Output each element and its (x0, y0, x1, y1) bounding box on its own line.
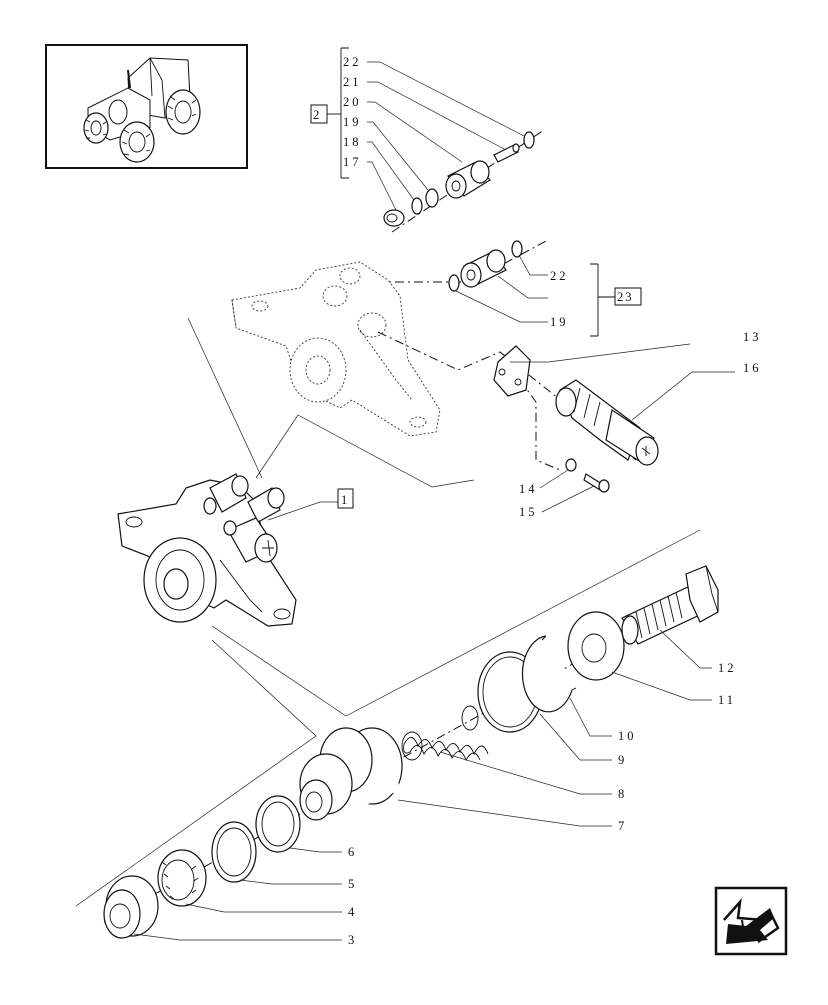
callout-18: 18 (343, 135, 362, 149)
callout-8: 8 (618, 787, 627, 801)
next-page-arrow-icon[interactable] (714, 886, 788, 956)
leaders-upper (367, 61, 529, 211)
oring-19b (448, 274, 460, 292)
valve-housing-1 (117, 317, 475, 627)
housing-ghost (231, 261, 441, 437)
callout-10: 10 (618, 729, 637, 743)
leaders-lower (133, 629, 712, 941)
callout-13: 13 (743, 330, 762, 344)
upper-fitting-assembly (383, 129, 545, 233)
bracket-group-2 (310, 47, 349, 179)
snap-ring-10 (521, 635, 577, 713)
callout-17: 17 (343, 155, 362, 169)
callout-3: 3 (348, 933, 357, 947)
oring-22 (523, 131, 535, 149)
callout-22b: 22 (550, 269, 569, 283)
cap-3 (103, 875, 159, 939)
callout-19: 19 (343, 115, 362, 129)
callout-7: 7 (618, 819, 627, 833)
callout-2: 2 (313, 108, 321, 122)
callout-6: 6 (348, 845, 357, 859)
tractor-thumbnail-icon (45, 44, 248, 169)
callout-15: 15 (519, 505, 538, 519)
callout-23: 23 (617, 290, 634, 304)
bushing-17 (383, 209, 405, 227)
callout-22: 22 (343, 55, 362, 69)
washer-14 (565, 458, 577, 472)
washer-11 (567, 611, 625, 681)
oring-22b (511, 240, 523, 258)
callout-14: 14 (519, 482, 538, 496)
bearing-4 (157, 849, 207, 907)
callout-19b: 19 (550, 315, 569, 329)
callout-16: 16 (743, 361, 762, 375)
fitting-group-23 (376, 239, 642, 337)
ring-18 (411, 197, 423, 215)
callout-4: 4 (348, 905, 357, 919)
callout-20: 20 (343, 95, 362, 109)
oring-19 (425, 188, 439, 208)
callout-12: 12 (718, 661, 737, 675)
callout-21: 21 (343, 75, 362, 89)
lower-parts (103, 565, 719, 939)
callout-9: 9 (618, 753, 627, 767)
ring-5 (211, 821, 257, 883)
solenoid-assembly (377, 331, 735, 513)
fitting-20 (445, 160, 491, 199)
piston-7 (299, 727, 403, 821)
callout-11: 11 (718, 693, 736, 707)
ring-6 (255, 795, 301, 853)
spring-8 (401, 705, 489, 762)
explode-guides (75, 529, 701, 907)
bolt-12 (621, 565, 719, 645)
valve-16 (555, 379, 659, 466)
callout-1: 1 (341, 493, 349, 507)
callout-5: 5 (348, 877, 357, 891)
bolt-15 (583, 473, 610, 493)
pin-21 (493, 143, 520, 163)
